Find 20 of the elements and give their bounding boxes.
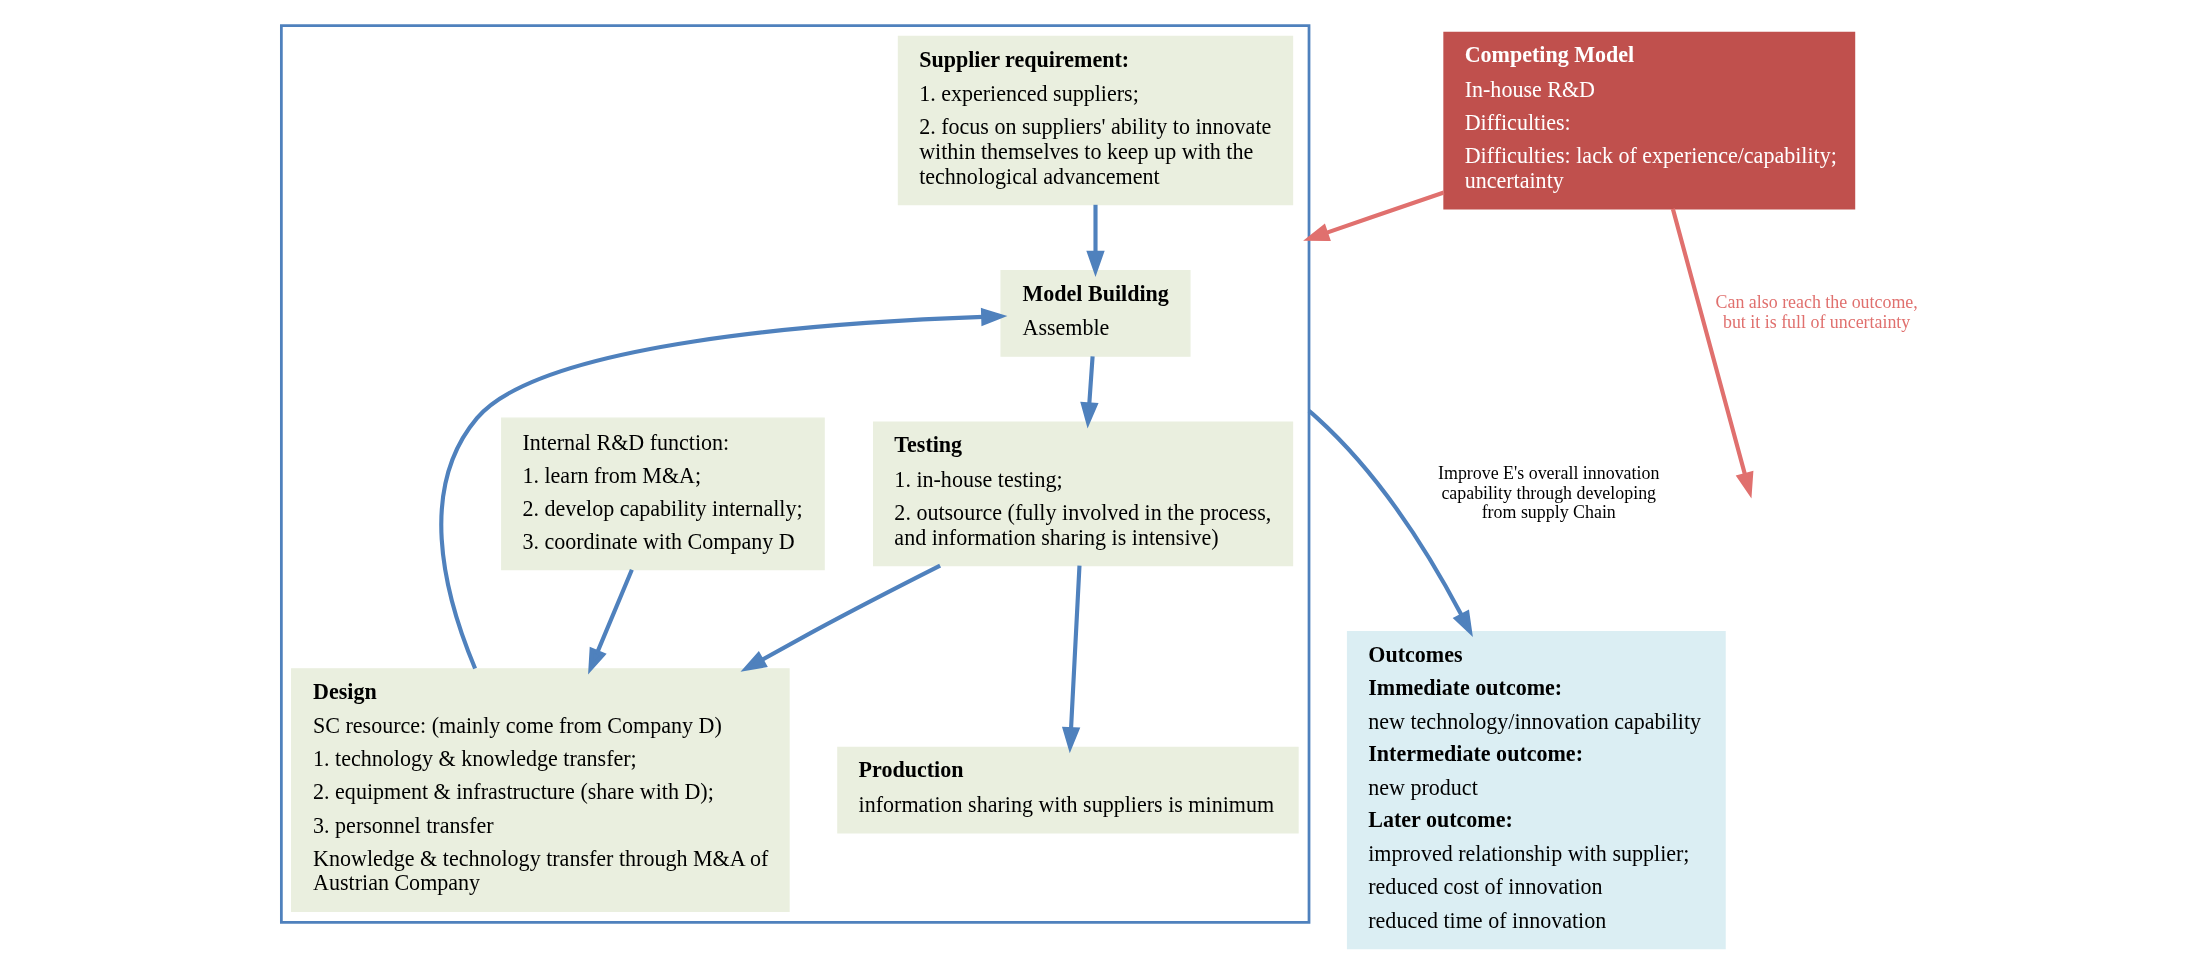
arrow xyxy=(1302,190,1445,241)
arrow xyxy=(740,563,941,672)
arrow xyxy=(1085,204,1105,277)
edge-label: Improve E's overall innovation capability through developing from supply Chain xyxy=(1437,462,1659,522)
arrow xyxy=(1670,207,1753,498)
node-box: Design SC resource: (mainly come from Company D) 1. technology & knowledge transfer; 2. equipment & infrastructure (share with D); 3. personnel transfer Knowledge & technology transfer through M&A of Austrian Company xyxy=(290,667,790,912)
arrow xyxy=(587,568,634,674)
arrow xyxy=(1079,355,1099,428)
node-box: Competing Model In-house R&D Difficulties: Difficulties: lack of experience/capability; uncertainty xyxy=(1442,31,1855,209)
node-box: Supplier requirement: 1. experienced suppliers; 2. focus on suppliers' ability to innovate within themselves to keep up with the technological advancement xyxy=(897,35,1293,205)
node-box: Outcomes Immediate outcome: new technology/innovation capability Intermediate outcome: new product Later outcome: improved relationship with supplier; reduced cost of innovation reduced time of innovation xyxy=(1346,630,1726,949)
cluster xyxy=(279,23,1310,924)
arrow xyxy=(1061,564,1082,753)
edge-label: Can also reach the outcome, but it is full of uncertainty xyxy=(1715,291,1918,332)
node-box: Internal R&D function: 1. learn from M&A; 2. develop capability internally; 3. coordinate with Company D xyxy=(500,416,825,570)
arrow xyxy=(438,307,1007,669)
node-box: Production information sharing with suppliers is minimum xyxy=(836,746,1299,833)
node-box: Model Building Assemble xyxy=(999,269,1191,357)
node-box: Testing 1. in-house testing; 2. outsource (fully involved in the process, and information sharing is intensive) xyxy=(872,421,1293,566)
arrow xyxy=(1307,408,1473,637)
